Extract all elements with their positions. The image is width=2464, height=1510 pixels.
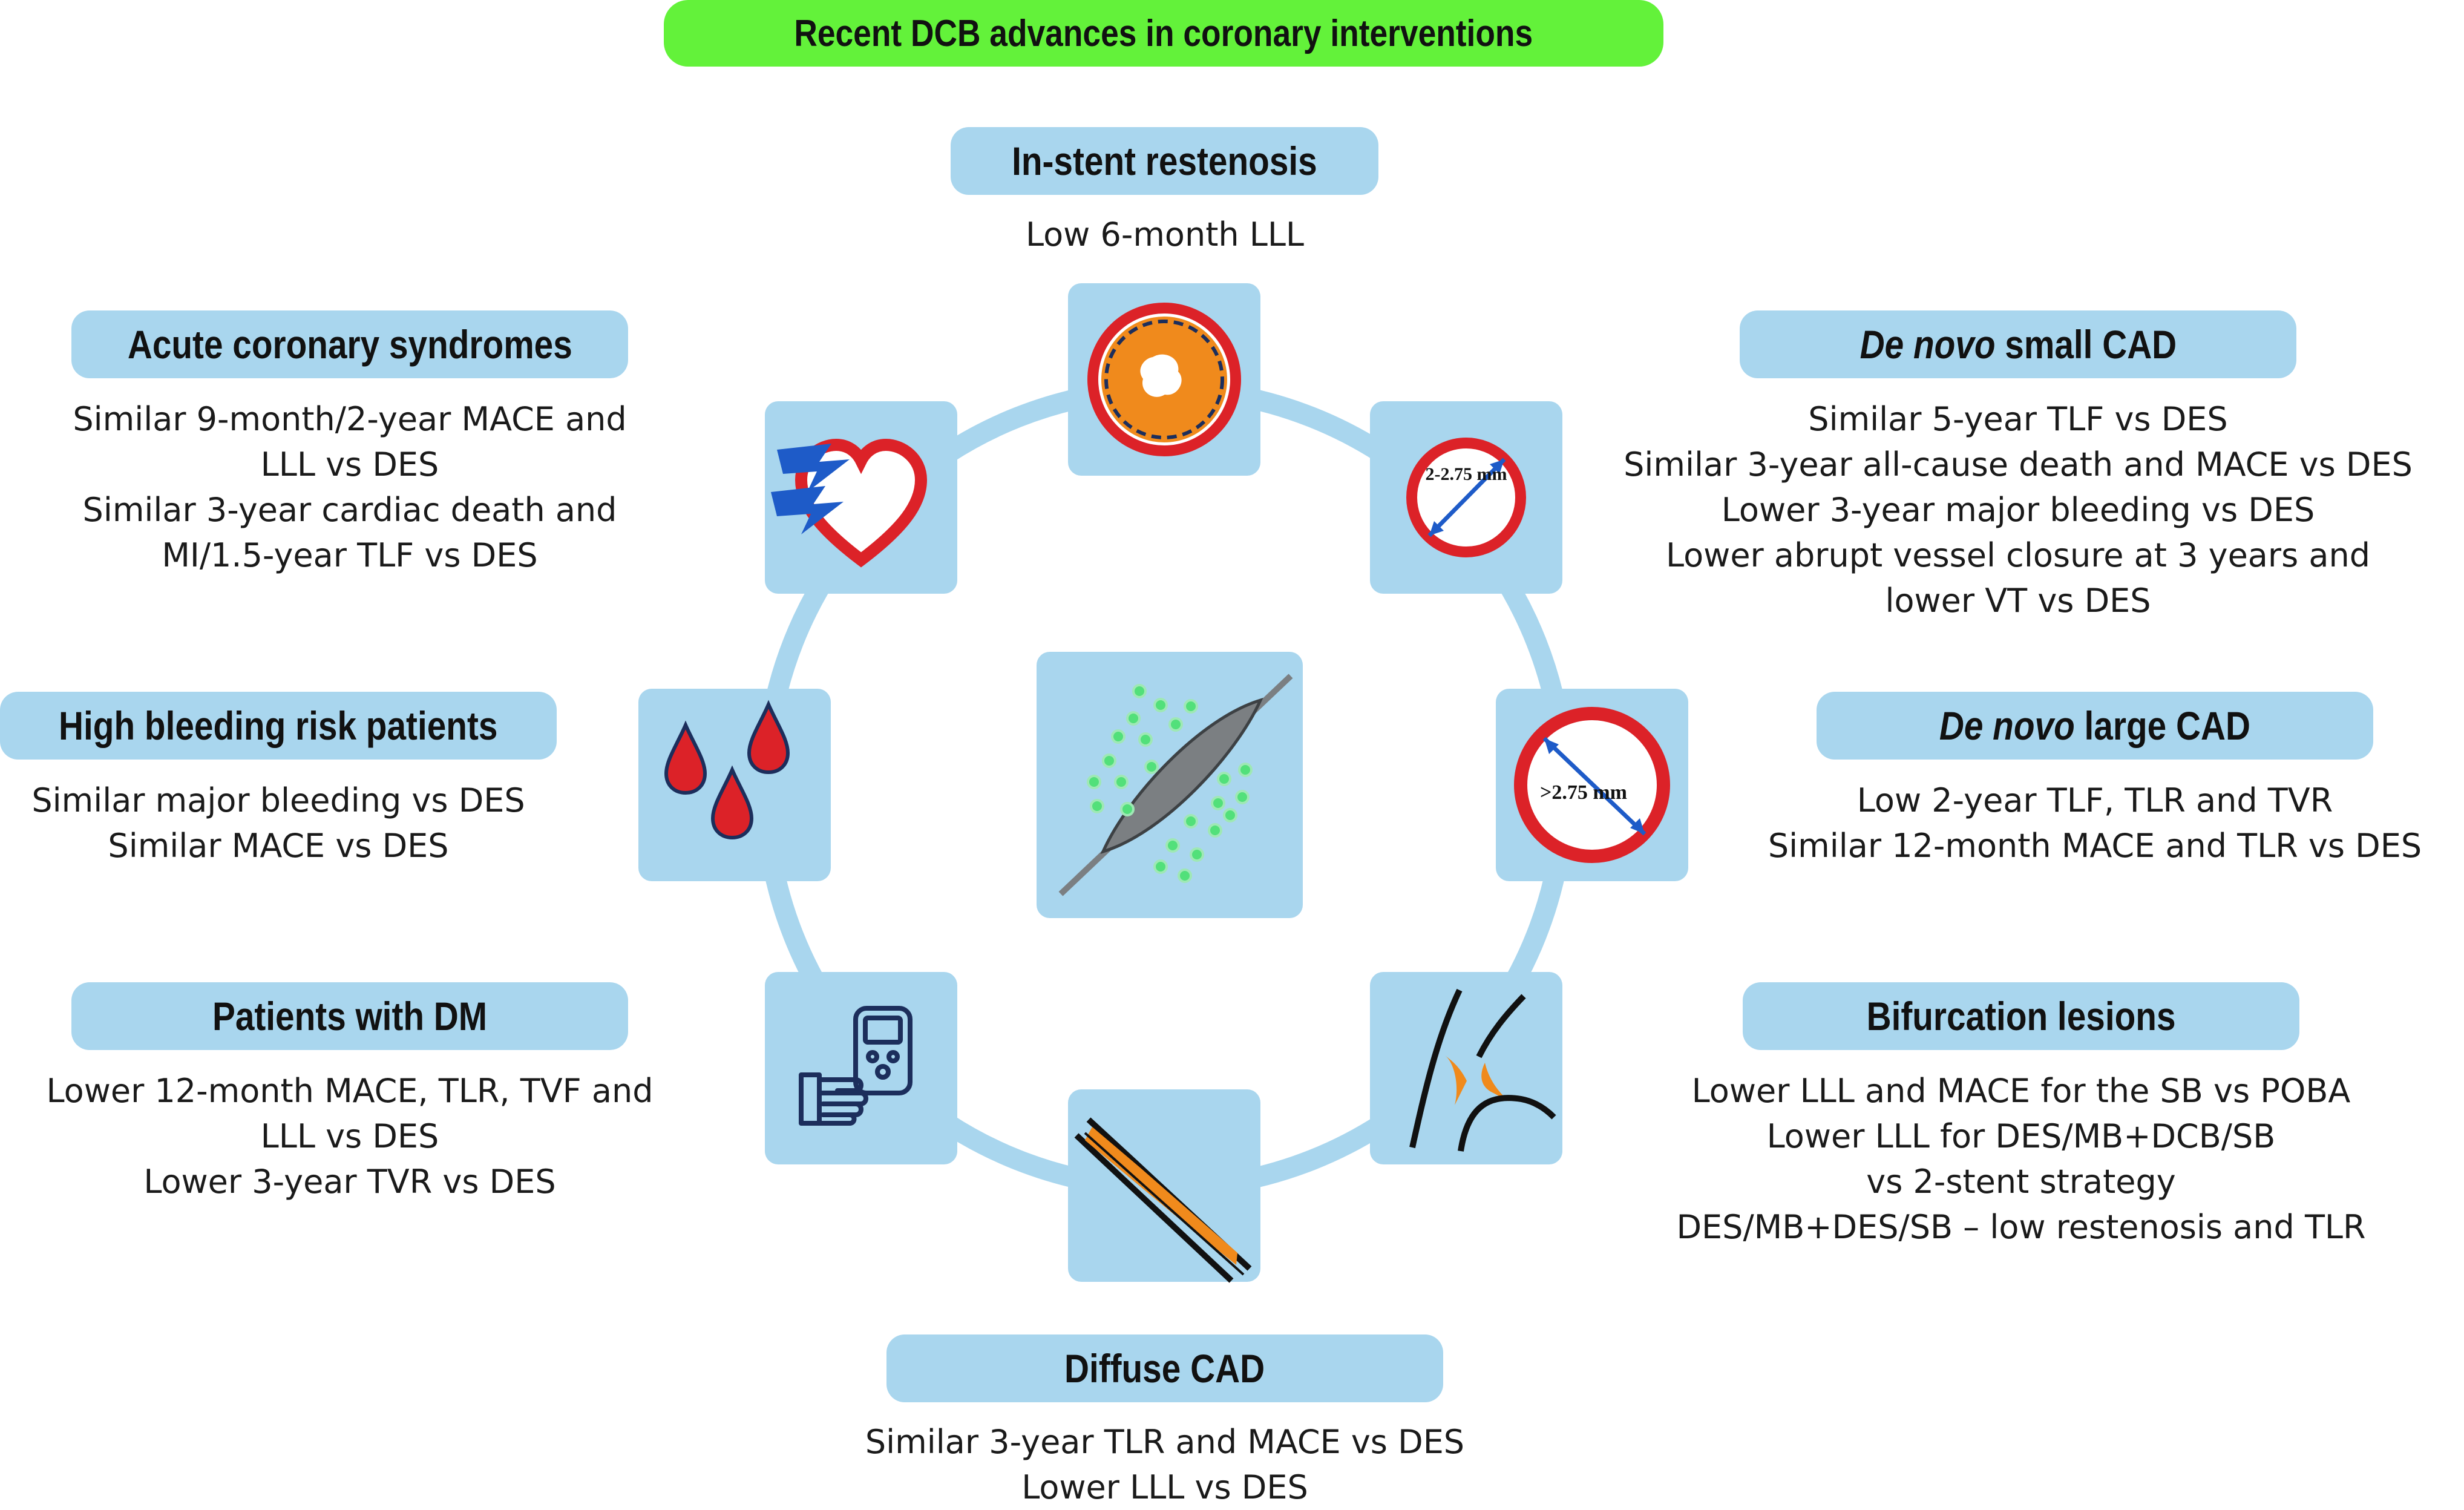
desc-line: Lower LLL vs DES	[1021, 1468, 1308, 1506]
pill-large-cad-rest: large CAD	[2074, 703, 2251, 748]
pill-high-bleeding-risk: High bleeding risk patients	[0, 692, 557, 760]
desc-line: Lower 12-month MACE, TLR, TVF and	[46, 1072, 654, 1110]
pill-diffuse-label: Diffuse CAD	[1064, 1346, 1265, 1391]
desc-line: Similar MACE vs DES	[108, 827, 449, 865]
desc-de-novo-small-cad: Similar 5-year TLF vs DES Similar 3-year…	[1594, 396, 2442, 623]
desc-patients-with-dm: Lower 12-month MACE, TLR, TVF and LLL vs…	[17, 1068, 683, 1204]
desc-line: Lower 3-year TVR vs DES	[143, 1163, 556, 1201]
pill-dm-label: Patients with DM	[212, 994, 488, 1039]
glucometer-icon	[765, 972, 957, 1164]
pill-de-novo-small-cad: De novo small CAD	[1740, 310, 2296, 378]
desc-acute-coronary-syndromes: Similar 9-month/2-year MACE and LLL vs D…	[47, 396, 652, 578]
desc-line: DES/MB+DES/SB – low restenosis and TLR	[1676, 1208, 2366, 1246]
desc-de-novo-large-cad: Low 2-year TLF, TLR and TVR Similar 12-m…	[1726, 778, 2464, 868]
desc-line: Similar 5-year TLF vs DES	[1808, 400, 2228, 438]
pill-in-stent-restenosis-label: In-stent restenosis	[1012, 139, 1317, 183]
heart-icon	[765, 401, 957, 594]
desc-line: Similar major bleeding vs DES	[31, 781, 525, 819]
small-vessel-icon: 2-2.75 mm	[1370, 401, 1562, 594]
desc-line: Lower LLL for DES/MB+DCB/SB	[1766, 1117, 2276, 1155]
diagram-title-text: Recent DCB advances in coronary interven…	[794, 12, 1533, 54]
pill-bifurcation-lesions: Bifurcation lesions	[1743, 982, 2299, 1050]
bifurcation-icon	[1370, 972, 1562, 1164]
pill-small-cad-label: De novo small CAD	[1859, 321, 2177, 367]
pill-small-cad-rest: small CAD	[1995, 322, 2177, 367]
desc-high-bleeding-risk: Similar major bleeding vs DES Similar MA…	[0, 778, 581, 868]
pill-large-cad-italic: De novo	[1939, 703, 2075, 748]
desc-line: Similar 3-year all-cause death and MACE …	[1624, 445, 2413, 484]
drug-coated-balloon-icon	[1037, 652, 1303, 918]
pill-acs-label: Acute coronary syndromes	[127, 322, 572, 367]
desc-line: Lower abrupt vessel closure at 3 years a…	[1666, 536, 2370, 574]
diffuse-lesion-icon	[1068, 1089, 1260, 1283]
pill-hbr-label: High bleeding risk patients	[59, 703, 498, 748]
pill-de-novo-large-cad: De novo large CAD	[1817, 692, 2373, 760]
blood-drops-icon	[638, 689, 831, 881]
desc-line: LLL vs DES	[260, 1117, 439, 1155]
desc-line: Low 6-month LLL	[1025, 215, 1305, 254]
large-vessel-icon: >2.75 mm	[1496, 689, 1688, 881]
large-vessel-label: >2.75 mm	[1540, 781, 1627, 804]
desc-line: LLL vs DES	[260, 445, 439, 484]
diagram-title: Recent DCB advances in coronary interven…	[664, 0, 1663, 67]
pill-small-cad-italic: De novo	[1859, 322, 1996, 367]
desc-line: MI/1.5-year TLF vs DES	[162, 536, 538, 574]
desc-line: Similar 3-year cardiac death and	[82, 491, 617, 529]
in-stent-restenosis-icon	[1068, 283, 1260, 476]
pill-large-cad-label: De novo large CAD	[1939, 703, 2250, 749]
pill-acute-coronary-syndromes: Acute coronary syndromes	[71, 310, 628, 378]
small-vessel-label: 2-2.75 mm	[1426, 464, 1507, 484]
desc-line: Similar 12-month MACE and TLR vs DES	[1768, 827, 2422, 865]
desc-line: Similar 9-month/2-year MACE and	[73, 400, 627, 438]
desc-bifurcation-lesions: Lower LLL and MACE for the SB vs POBA Lo…	[1628, 1068, 2414, 1250]
desc-line: Lower 3-year major bleeding vs DES	[1721, 491, 2315, 529]
desc-line: Similar 3-year TLR and MACE vs DES	[865, 1423, 1465, 1461]
desc-line: vs 2-stent strategy	[1866, 1163, 2176, 1201]
pill-bifurcation-label: Bifurcation lesions	[1866, 994, 2176, 1039]
desc-line: lower VT vs DES	[1885, 582, 2151, 620]
pill-diffuse-cad: Diffuse CAD	[886, 1334, 1443, 1402]
desc-in-stent-restenosis: Low 6-month LLL	[862, 212, 1467, 257]
pill-in-stent-restenosis: In-stent restenosis	[951, 127, 1378, 195]
desc-line: Lower LLL and MACE for the SB vs POBA	[1691, 1072, 2351, 1110]
desc-diffuse-cad: Similar 3-year TLR and MACE vs DES Lower…	[802, 1419, 1528, 1510]
desc-line: Low 2-year TLF, TLR and TVR	[1856, 781, 2333, 819]
pill-patients-with-dm: Patients with DM	[71, 982, 628, 1050]
